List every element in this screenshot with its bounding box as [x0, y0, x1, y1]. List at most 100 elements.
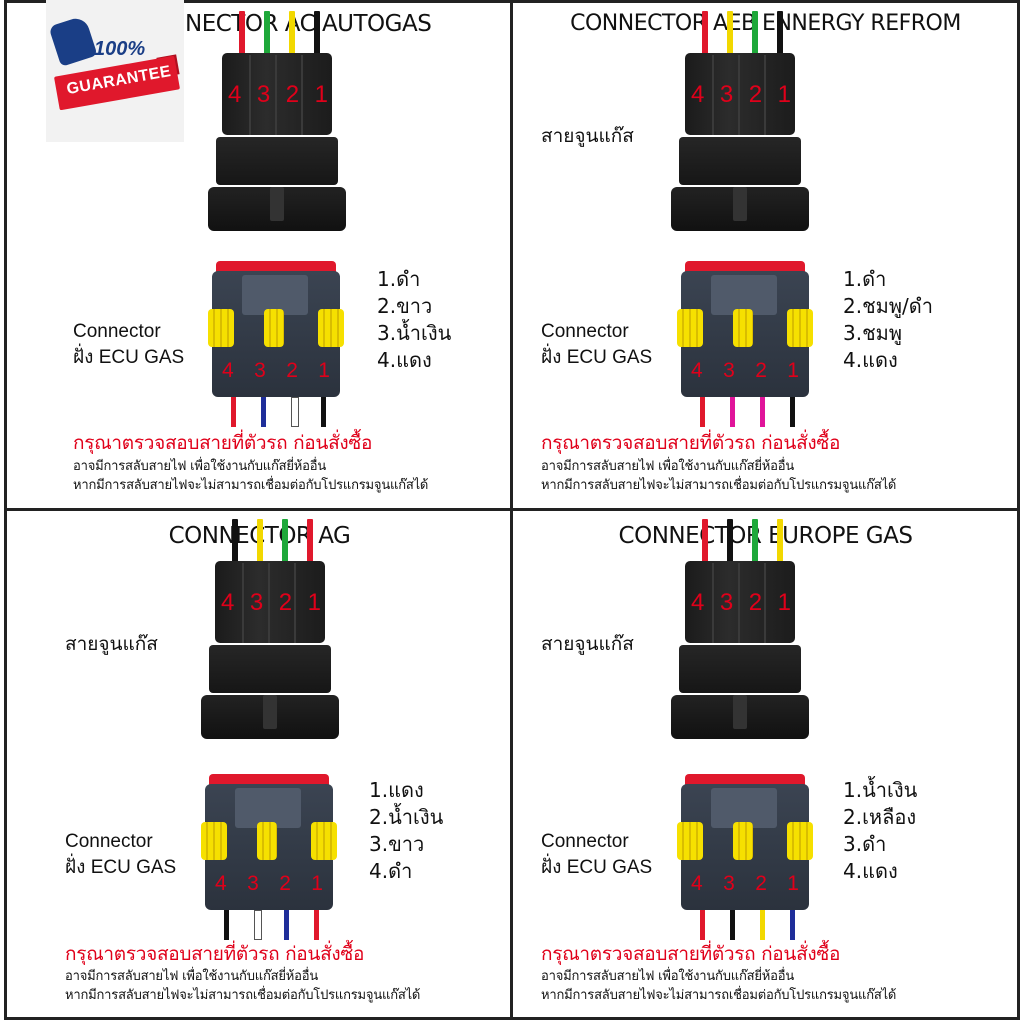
seal-middle [264, 309, 284, 347]
note-line-1: อาจมีการสลับสายไฟ เพื่อใช้งานกับแก๊สยี่ห… [73, 459, 327, 474]
pin-color-item: 1.น้ำเงิน [843, 778, 918, 802]
pin-number: 2 [755, 359, 767, 382]
tuning-wire-label: สายจูนแก๊ส [541, 633, 634, 655]
connector-label-line1: Connector [541, 321, 629, 342]
male-wire [752, 519, 758, 563]
male-wire [314, 11, 320, 55]
pin-number: 4 [221, 589, 235, 616]
male-wire [239, 11, 245, 55]
note-text: อาจมีการสลับสายไฟ เพื่อใช้งานกับแก๊สยี่ห… [73, 457, 428, 495]
pin-number: 4 [691, 359, 703, 382]
badge-percent: 100% [94, 38, 146, 60]
note-text: อาจมีการสลับสายไฟ เพื่อใช้งานกับแก๊สยี่ห… [541, 457, 896, 495]
pin-number: 1 [787, 872, 799, 895]
male-wire [727, 519, 733, 563]
pin-color-item: 3.น้ำเงิน [377, 321, 452, 345]
pin-color-list: 1.น้ำเงิน 2.เหลือง 3.ดำ 4.แดง [843, 777, 917, 885]
pin-number: 3 [723, 872, 735, 895]
pin-number: 4 [691, 589, 705, 616]
pin-color-item: 2.เหลือง [843, 805, 917, 829]
male-wire [702, 519, 708, 563]
connector-label-line2: ฝั่ง ECU GAS [73, 347, 185, 368]
seal-left [677, 822, 703, 860]
note-line-2: หากมีการสลับสายไฟจะไม่สามารถเชื่อมต่อกับ… [65, 988, 421, 1003]
male-housing [685, 561, 795, 643]
female-wire [321, 397, 326, 427]
panel-title: CONNECTOR AEB ENNERGY REFROM [570, 11, 961, 36]
male-wire [777, 11, 783, 55]
pin-number: 3 [719, 81, 734, 108]
pin-number: 3 [254, 359, 266, 382]
pin-color-item: 2.ขาว [377, 294, 433, 318]
note-line-2: หากมีการสลับสายไฟจะไม่สามารถเชื่อมต่อกับ… [73, 478, 429, 493]
note-text: อาจมีการสลับสายไฟ เพื่อใช้งานกับแก๊สยี่ห… [65, 967, 420, 1005]
warning-text: กรุณาตรวจสอบสายที่ตัวรถ ก่อนสั่งซื้อ [65, 943, 365, 965]
pin-color-item: 1.แดง [369, 778, 424, 802]
male-band [679, 645, 801, 693]
male-latch [270, 187, 284, 221]
panel-title: CONNECTOR EUROPE GAS [618, 523, 913, 549]
female-latch [235, 788, 301, 828]
pin-color-item: 3.ดำ [843, 832, 887, 856]
pin-color-item: 2.ชมพู/ดำ [843, 294, 933, 318]
pin-color-item: 1.ดำ [377, 267, 421, 291]
male-wire [307, 519, 313, 563]
pin-color-item: 4.แดง [843, 859, 898, 883]
female-wire [730, 910, 735, 940]
male-latch [263, 695, 277, 729]
seal-middle [257, 822, 277, 860]
pin-number: 1 [314, 81, 328, 108]
male-housing [222, 53, 332, 135]
pin-number: 4 [228, 81, 242, 108]
note-text: อาจมีการสลับสายไฟ เพื่อใช้งานกับแก๊สยี่ห… [541, 967, 896, 1005]
pin-color-item: 1.ดำ [843, 267, 887, 291]
guarantee-badge: 100% GUARANTEE [46, 0, 184, 142]
female-wire [730, 397, 735, 427]
warning-text: กรุณาตรวจสอบสายที่ตัวรถ ก่อนสั่งซื้อ [73, 432, 373, 454]
seal-right [787, 822, 813, 860]
male-wire [777, 519, 783, 563]
pin-color-list: 1.ดำ 2.ขาว 3.น้ำเงิน 4.แดง [377, 266, 451, 374]
female-wire [224, 910, 229, 940]
female-wire [790, 910, 795, 940]
pin-color-item: 4.แดง [377, 348, 432, 372]
female-latch [711, 275, 777, 315]
male-latch [733, 187, 747, 221]
pin-number: 4 [691, 81, 705, 108]
pin-number: 2 [286, 359, 298, 382]
male-housing [685, 53, 795, 135]
pin-number: 1 [307, 589, 321, 616]
pin-number: 3 [247, 872, 259, 895]
pin-number: 3 [719, 589, 734, 616]
female-wire [760, 397, 765, 427]
female-wire [700, 397, 705, 427]
pin-number: 3 [256, 81, 271, 108]
note-line-2: หากมีการสลับสายไฟจะไม่สามารถเชื่อมต่อกับ… [541, 478, 897, 493]
seal-right [787, 309, 813, 347]
pin-color-item: 4.ดำ [369, 859, 413, 883]
pin-color-item: 4.แดง [843, 348, 898, 372]
female-wire [314, 910, 319, 940]
pin-number: 2 [279, 872, 291, 895]
seal-left [208, 309, 234, 347]
female-latch [711, 788, 777, 828]
pin-number: 1 [777, 81, 791, 108]
note-line-2: หากมีการสลับสายไฟจะไม่สามารถเชื่อมต่อกับ… [541, 988, 897, 1003]
male-latch [733, 695, 747, 729]
male-housing [215, 561, 325, 643]
pin-number: 4 [691, 872, 703, 895]
